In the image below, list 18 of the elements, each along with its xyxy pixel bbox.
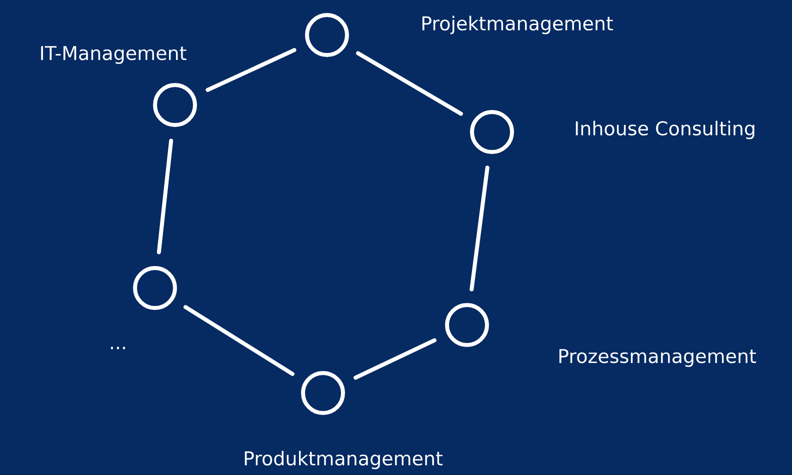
circle (133, 266, 177, 310)
circle (153, 83, 197, 127)
node-label: ... (110, 346, 126, 350)
connector-line (354, 338, 436, 380)
connector-line (470, 166, 490, 292)
connector-line (206, 48, 296, 92)
connector-line (184, 305, 294, 376)
connector-line (356, 51, 463, 116)
circle (301, 371, 345, 415)
node-label: Produktmanagement (244, 450, 443, 470)
circle (445, 303, 489, 347)
node-label: Prozessmanagement (559, 349, 756, 367)
circle (305, 13, 349, 57)
node-label: Projektmanagement (422, 16, 613, 34)
circle (470, 110, 514, 154)
node-label: Inhouse Consulting (576, 120, 754, 140)
connector-line (156, 138, 174, 254)
node-label: IT-Management (41, 46, 186, 64)
